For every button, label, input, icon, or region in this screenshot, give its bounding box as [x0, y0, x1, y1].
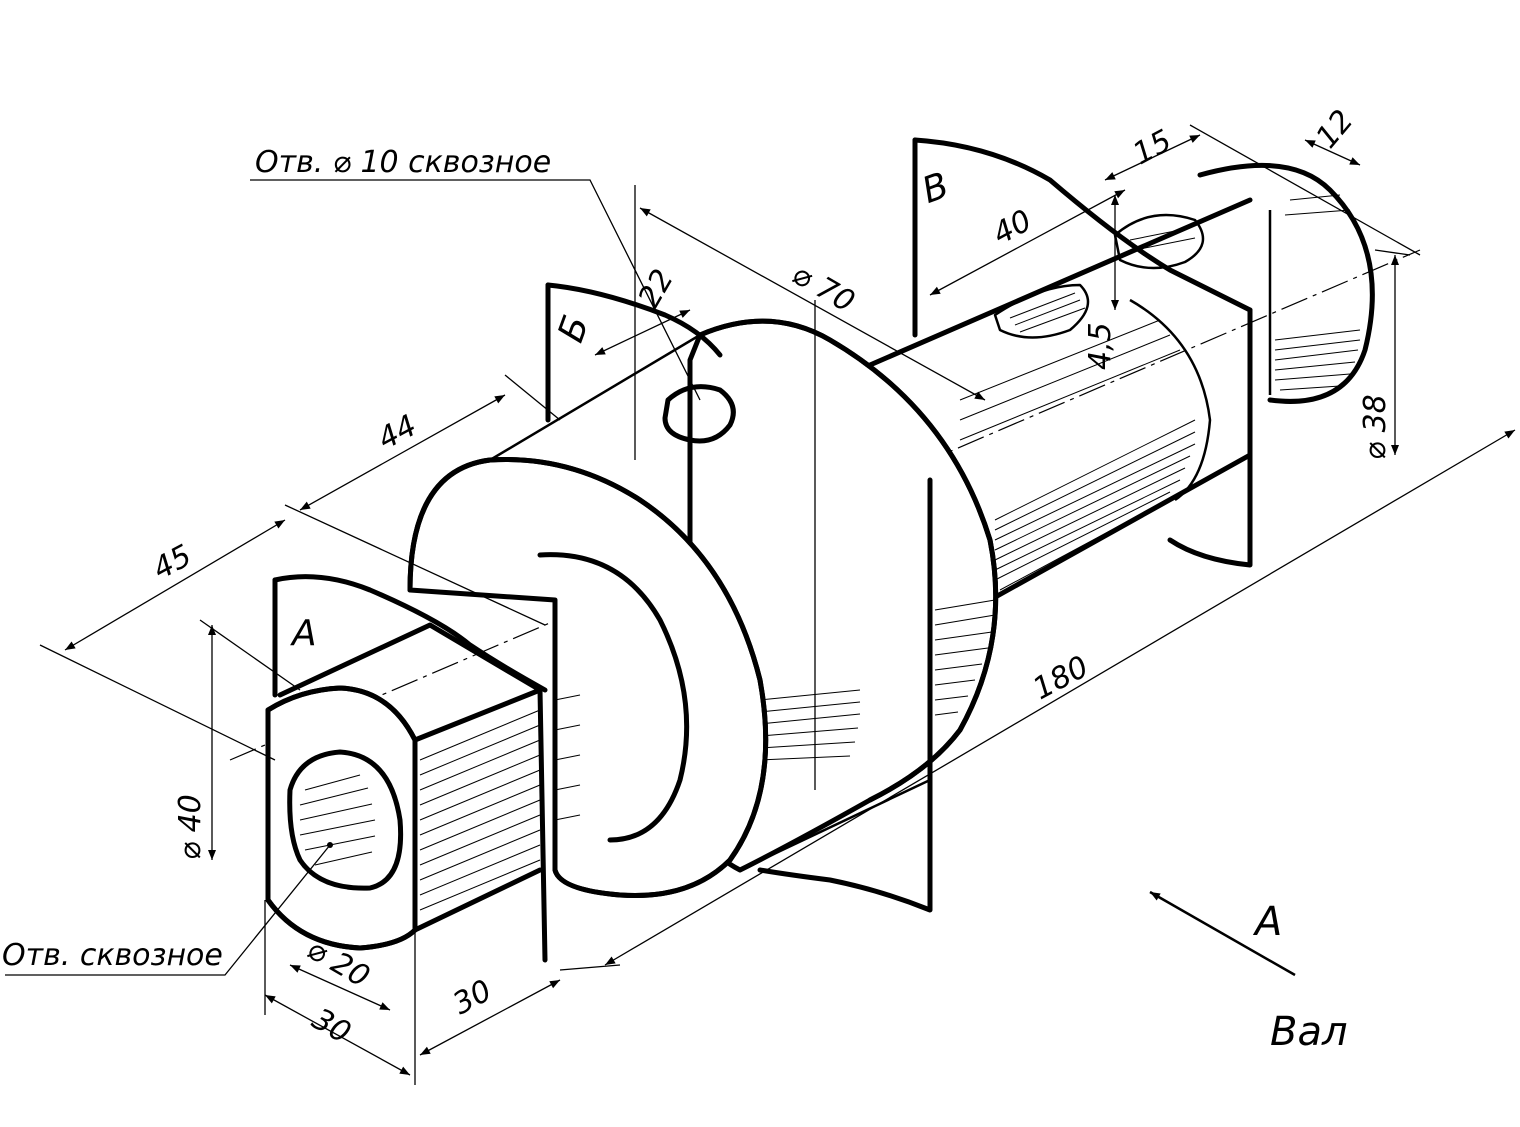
left-square-end: А — [265, 574, 581, 963]
center-axis — [229, 249, 1421, 761]
plane-label-a: А — [290, 613, 317, 654]
note-hole-top: Отв. ⌀ 10 сквозное — [255, 145, 551, 180]
plane-label-v: В — [917, 165, 954, 212]
notes: Отв. ⌀ 10 сквозное Отв. сквозное — [2, 145, 551, 973]
drawing-title: Вал — [1270, 1009, 1348, 1055]
shaft-end-d38 — [1197, 162, 1375, 404]
view-arrow-a: А — [1149, 890, 1296, 977]
dim-30-side: 30 — [447, 973, 497, 1022]
dim-d38: ⌀ 38 — [1358, 394, 1393, 460]
dim-44: 44 — [372, 408, 422, 457]
dimension-lines — [5, 124, 1516, 1085]
note-hole-front: Отв. сквозное — [2, 938, 223, 973]
dim-12: 12 — [1309, 103, 1360, 155]
dim-d40: ⌀ 40 — [173, 794, 208, 860]
plane-label-b: Б — [551, 310, 598, 347]
dim-15: 15 — [1127, 123, 1177, 172]
dim-45: 45 — [147, 538, 197, 587]
view-arrow-label: А — [1252, 899, 1282, 945]
dim-4-5: 4,5 — [1083, 322, 1118, 370]
dim-180: 180 — [1027, 649, 1094, 707]
dim-40: 40 — [987, 203, 1037, 252]
dim-30-front: 30 — [306, 1002, 357, 1051]
